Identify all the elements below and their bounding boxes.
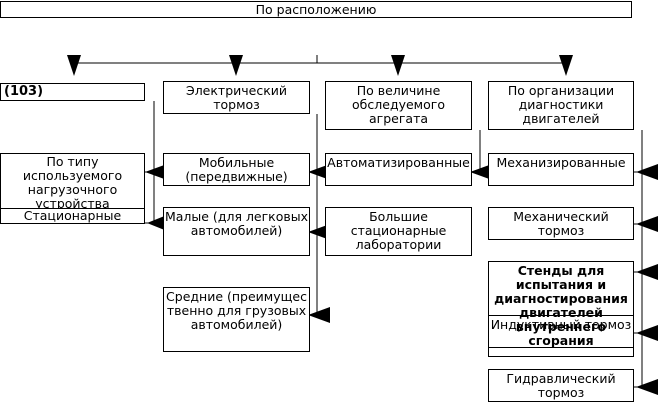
box-stationary-label: Стационарные: [23, 208, 122, 223]
box-small: Малые (для легковых автомобилей): [163, 207, 310, 256]
box-by-load-device: По типу используемого нагрузочного устро…: [0, 153, 145, 215]
box-large: Большие стационарные лаборатории: [325, 207, 472, 256]
box-automated: Автоматизированные: [325, 153, 472, 186]
box-small-label: Малые (для легковых автомобилей): [164, 209, 309, 238]
box-103-label: (103): [4, 84, 44, 99]
box-automated-label: Автоматизированные: [327, 155, 470, 170]
title-box: По расположению: [0, 1, 632, 18]
box-large-label: Большие стационарные лаборатории: [350, 209, 447, 252]
box-stands-label: Стенды для испытания и диагностирования …: [494, 263, 628, 348]
box-by-size: По величине обследуемого агрегата: [325, 81, 472, 130]
box-inductive-brake-label: Индуктивный тормоз: [490, 317, 632, 332]
box-by-organization: По организации диагностики двигателей: [488, 81, 634, 130]
box-mobile: Мобильные (передвижные): [163, 153, 310, 186]
box-mobile-label: Мобильные (передвижные): [185, 155, 288, 184]
box-stationary: Стационарные: [0, 208, 145, 224]
title-label: По расположению: [255, 2, 377, 17]
box-by-load-device-label: По типу используемого нагрузочного устро…: [22, 154, 123, 211]
box-stands: Стенды для испытания и диагностирования …: [488, 261, 634, 357]
box-mechanical-brake: Механический тормоз: [488, 207, 634, 240]
box-by-size-label: По величине обследуемого агрегата: [352, 83, 445, 126]
box-medium: Средние (преимущественно для грузовых ав…: [163, 287, 310, 352]
box-hydraulic-brake-label: Гидравлический тормоз: [506, 371, 616, 400]
box-by-organization-label: По организации диагностики двигателей: [507, 83, 615, 126]
box-mechanized: Механизированные: [488, 153, 634, 186]
box-electric-brake-label: Электрический тормоз: [185, 83, 288, 112]
box-hydraulic-brake: Гидравлический тормоз: [488, 369, 634, 402]
box-103: (103): [0, 83, 145, 101]
box-mechanical-brake-label: Механический тормоз: [513, 209, 609, 238]
box-electric-brake: Электрический тормоз: [163, 81, 310, 114]
box-medium-label: Средние (преимущественно для грузовых ав…: [166, 289, 307, 332]
box-inductive-brake: Индуктивный тормоз: [488, 315, 634, 348]
box-mechanized-label: Механизированные: [496, 155, 626, 170]
